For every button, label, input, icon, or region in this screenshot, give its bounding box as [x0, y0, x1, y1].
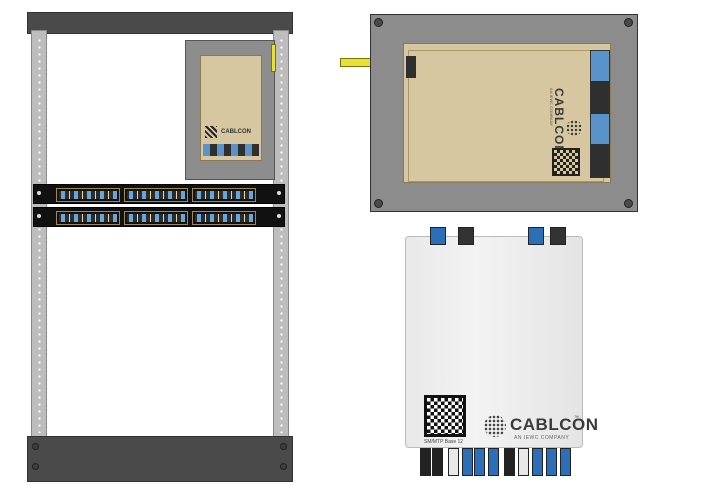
cablcon-logo-icon	[484, 415, 506, 437]
port-blue	[474, 448, 485, 476]
screw-icon	[32, 463, 39, 470]
screw-icon	[624, 18, 633, 27]
screw-icon	[374, 199, 383, 208]
port-black	[420, 448, 431, 476]
lc-connector-blue	[528, 227, 544, 245]
screw-icon	[277, 191, 281, 195]
module-tagline: AN IEWC COMPANY	[514, 435, 570, 441]
rack-rail-right	[273, 30, 289, 440]
module-brand: CABLCON	[510, 415, 599, 434]
qr-code-icon	[552, 148, 580, 176]
screw-icon	[37, 191, 41, 195]
rack-cassette: CABLCON	[200, 44, 276, 161]
panel-module	[124, 211, 188, 225]
fiber-cable	[271, 44, 276, 72]
lc-connector-blue	[430, 227, 446, 245]
rack-bottom-frame	[27, 436, 293, 482]
port-white	[448, 448, 459, 476]
qr-code-icon	[424, 395, 466, 437]
rack-top-frame	[27, 12, 293, 34]
lc-connector-black	[550, 227, 566, 245]
port-blue	[546, 448, 557, 476]
screw-icon	[624, 199, 633, 208]
rack-rail-left	[31, 30, 47, 440]
panel-module	[192, 188, 256, 202]
rack-fiber-enclosure: CABLCON	[185, 40, 276, 180]
patch-panel-1	[33, 184, 285, 204]
panel-module	[124, 188, 188, 202]
module-caption: SM/MTP Base 12	[424, 439, 464, 445]
fiber-enclosure-detail: CABLCON AN IEWC COMPANY	[370, 14, 638, 212]
fiber-connector	[406, 56, 416, 78]
port-black	[504, 448, 515, 476]
cassette-port-row	[203, 144, 259, 156]
patch-panel-2	[33, 207, 285, 227]
equipment-rack: CABLCON	[27, 12, 293, 482]
screw-icon	[32, 443, 39, 450]
cablcon-logo-icon	[566, 120, 582, 136]
fiber-cassette: CABLCON AN IEWC COMPANY	[403, 43, 611, 183]
panel-module	[56, 211, 120, 225]
screw-icon	[37, 214, 41, 218]
panel-module	[192, 211, 256, 225]
trademark-symbol: ™	[574, 415, 579, 421]
port-black	[432, 448, 443, 476]
cassette-tagline: AN IEWC COMPANY	[549, 88, 554, 127]
screw-icon	[277, 214, 281, 218]
port-white	[518, 448, 529, 476]
screw-icon	[280, 463, 287, 470]
port-blue	[532, 448, 543, 476]
port-blue	[462, 448, 473, 476]
panel-module	[56, 188, 120, 202]
cassette-photo: SM/MTP Base 12 CABLCON ™ AN IEWC COMPANY	[405, 227, 598, 448]
module-bottom-ports	[418, 448, 578, 478]
lc-connector-black	[458, 227, 474, 245]
port-blue	[488, 448, 499, 476]
cassette-port-strip	[590, 50, 610, 178]
cassette-brand: CABLCON	[552, 88, 566, 155]
screw-icon	[280, 443, 287, 450]
rack-cassette-brand: CABLCON	[221, 129, 251, 135]
qr-code-icon	[205, 126, 217, 138]
port-blue	[560, 448, 571, 476]
screw-icon	[374, 18, 383, 27]
